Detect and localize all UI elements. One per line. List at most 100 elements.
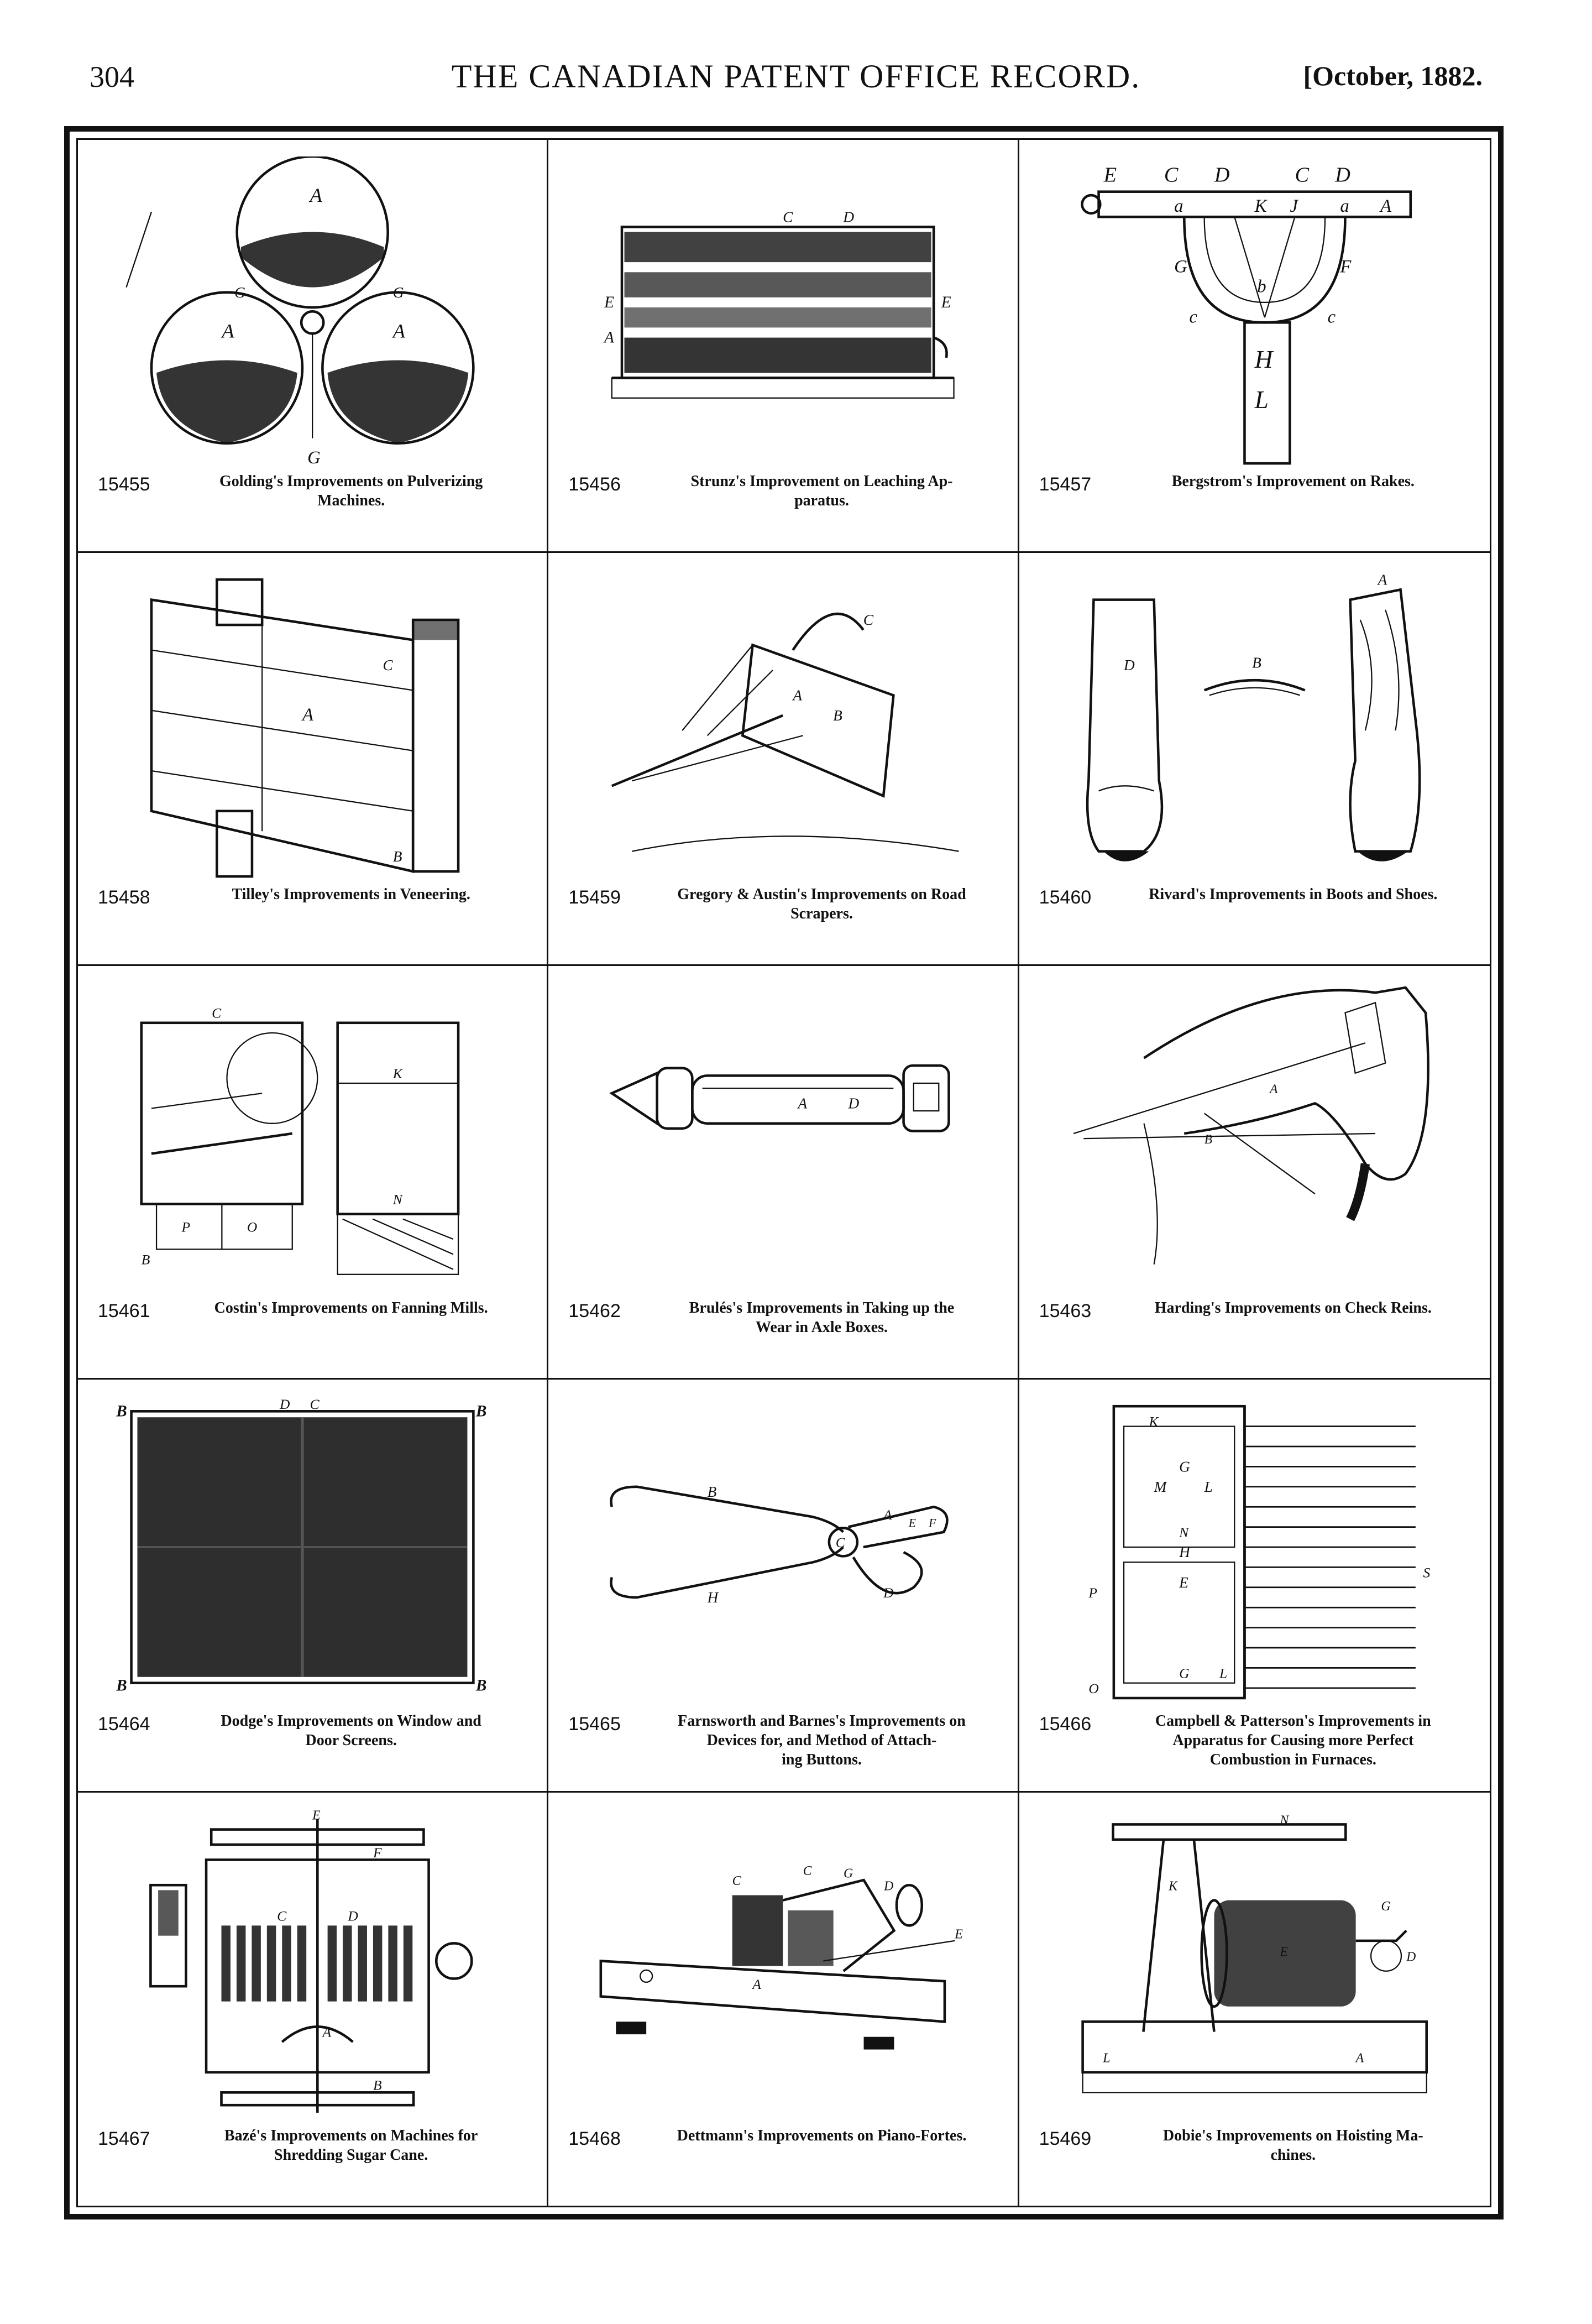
patent-caption: 15465 Farnsworth and Barnes's Improvemen… (568, 1711, 997, 1772)
patent-cell-15456: E E A C D 15456 Strunz's Improvement on … (548, 140, 1019, 553)
figure-label: C (383, 657, 394, 673)
figure-label: K (392, 1066, 404, 1082)
patent-drawing-15455: A A A G G G (100, 156, 525, 468)
figure-label: c (1189, 307, 1197, 327)
figure-label: B (116, 1677, 127, 1694)
figure-label: K (1148, 1413, 1159, 1429)
patent-cell-15462: A D 15462 Brulés's Improvements in Takin… (548, 966, 1019, 1380)
patent-caption: 15463 Harding's Improvements on Check Re… (1039, 1298, 1470, 1359)
patent-caption: 15459 Gregory & Austin's Improvements on… (568, 885, 997, 946)
figure-label: D (883, 1879, 893, 1893)
figure-label: D (843, 208, 855, 225)
figure-label: D (1214, 163, 1230, 186)
figure-label: G (234, 284, 245, 301)
patent-number: 15455 (98, 474, 150, 495)
figure-label: E (312, 1809, 321, 1822)
figure-label: B (142, 1252, 150, 1268)
patent-title: Gregory & Austin's Improvements on Road … (677, 886, 966, 923)
figure-label: J (1290, 196, 1298, 216)
patent-title: Strunz's Improvement on Leaching Ap- par… (690, 473, 953, 510)
patent-drawing-15457: E C D C D a K J a A G F b c c H L (1041, 156, 1468, 468)
patent-title: Costin's Improvements on Fanning Mills. (214, 1299, 488, 1317)
patent-caption: 15469 Dobie's Improvements on Hoisting M… (1039, 2126, 1470, 2187)
figure-label: F (373, 1845, 382, 1861)
patent-cell-15465: B H A C D E F 15465 Farnsworth and Barne… (548, 1379, 1019, 1793)
figure-label: H (707, 1589, 719, 1606)
figure-label: D (347, 1908, 358, 1924)
patent-number: 15458 (98, 887, 150, 908)
figure-label: B (393, 848, 402, 865)
patent-cell-15460: D B A 15460 Rivard's Improvements in Boo… (1019, 553, 1490, 967)
figure-label: A (752, 1976, 762, 1992)
patent-cell-15468: C C G D E A 15468 Dettmann's Improvement… (548, 1792, 1019, 2206)
figure-label: B (833, 707, 842, 724)
figure-label: E (908, 1516, 916, 1529)
figure-label: G (1381, 1899, 1390, 1914)
patent-cell-15459: A B C 15459 Gregory & Austin's Improveme… (548, 553, 1019, 967)
patent-caption: 15458 Tilley's Improvements in Veneering… (98, 885, 527, 946)
patent-drawing-15466: K G L H M E O P S N G L (1041, 1396, 1468, 1708)
patent-title: Harding's Improvements on Check Reins. (1154, 1299, 1432, 1317)
figure-label: P (181, 1219, 191, 1235)
figure-label: N (1179, 1524, 1190, 1540)
figure-label: A (797, 1095, 808, 1112)
issue-date: [October, 1882. (1303, 60, 1483, 91)
patent-caption: 15456 Strunz's Improvement on Leaching A… (568, 472, 997, 532)
patent-number: 15460 (1039, 887, 1092, 908)
patent-title: Dobie's Improvements on Hoisting Ma- chi… (1162, 2127, 1423, 2164)
patent-cell-15467: E F D C A B 15467 Bazé's Improvements on… (78, 1792, 549, 2206)
patent-number: 15469 (1039, 2128, 1092, 2149)
figure-label: C (277, 1908, 287, 1924)
patent-drawing-15460: D B A (1041, 570, 1468, 881)
patent-cell-15463: A B 15463 Harding's Improvements on Chec… (1019, 966, 1490, 1380)
figure-label: C (1295, 163, 1309, 186)
figure-label: G (1174, 257, 1187, 276)
figure-label: F (1339, 257, 1352, 276)
patent-caption: 15457 Bergstrom's Improvement on Rakes. (1039, 472, 1470, 532)
patent-caption: 15464 Dodge's Improvements on Window and… (98, 1711, 527, 1772)
figure-label: B (1204, 1133, 1212, 1147)
figure-label: D (1406, 1950, 1416, 1964)
figure-label: C (212, 1005, 222, 1021)
figure-label: C (783, 208, 793, 225)
figure-label: D (279, 1396, 290, 1412)
figure-label: G (1179, 1665, 1189, 1681)
figure-label: E (955, 1927, 963, 1941)
journal-title: THE CANADIAN PATENT OFFICE RECORD. (451, 58, 1141, 95)
figure-label: C (310, 1396, 320, 1412)
patent-title: Bazé's Improvements on Machines for Shre… (224, 2127, 478, 2164)
figure-label: E (1279, 1945, 1288, 1959)
figure-label: C (803, 1864, 813, 1878)
figure-label: G (1179, 1458, 1190, 1475)
figure-label: C (1164, 163, 1179, 186)
figure-label: A (221, 320, 234, 342)
figure-label: L (1102, 2051, 1110, 2065)
patent-drawing-15469: N A G E D L K (1041, 1809, 1468, 2123)
patent-cell-15458: A C B 15458 Tilley's Improvements in Ven… (78, 553, 549, 967)
patent-title: Brulés's Improvements in Taking up the W… (689, 1299, 955, 1336)
figure-label: K (1168, 1879, 1178, 1893)
patent-number: 15467 (98, 2128, 150, 2149)
figure-label: F (928, 1516, 936, 1529)
patent-drawing-15467: E F D C A B (100, 1809, 525, 2123)
patent-drawing-15459: A B C (570, 570, 995, 881)
patent-number: 15459 (568, 887, 621, 908)
figure-label: B (373, 2077, 382, 2093)
figure-label: E (604, 294, 614, 311)
patent-number: 15461 (98, 1300, 150, 1322)
figure-label: D (848, 1095, 860, 1112)
patent-drawing-15456: E E A C D (570, 156, 995, 468)
patent-cell-15457: E C D C D a K J a A G F b c c H L (1019, 140, 1490, 553)
patent-number: 15456 (568, 474, 621, 495)
patent-cell-15455: A A A G G G 15455 Golding's Improvements… (78, 140, 549, 553)
patent-caption: 15461 Costin's Improvements on Fanning M… (98, 1298, 527, 1359)
figure-label: G (844, 1866, 853, 1881)
patent-grid: A A A G G G 15455 Golding's Improvements… (76, 138, 1491, 2207)
figure-label: A (882, 1507, 892, 1523)
figure-label: O (247, 1219, 257, 1235)
figure-label: b (1257, 277, 1266, 297)
patent-title: Bergstrom's Improvement on Rakes. (1171, 473, 1415, 490)
figure-label: A (392, 320, 406, 342)
patent-drawing-15462: A D (570, 983, 995, 1294)
figure-label: A (1376, 571, 1387, 588)
